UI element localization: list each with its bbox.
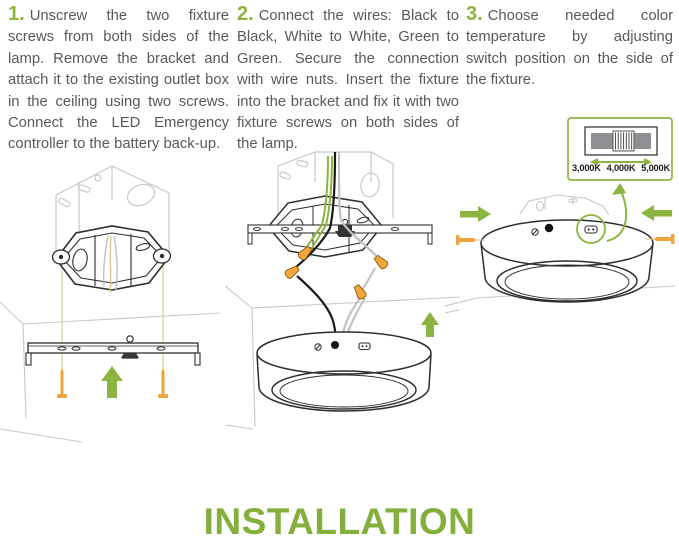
junction-box-faded (519, 194, 610, 216)
push-in-arrow-right-icon (641, 205, 672, 221)
fixing-screw-right (158, 367, 168, 398)
step-2-instructions: Connect the wires: Black to Black, White… (237, 8, 459, 153)
push-in-arrow-left-icon (460, 206, 491, 222)
color-temperature-labels: 3,000K 4,000K 5,000K (572, 163, 670, 173)
supply-wires (102, 235, 118, 293)
ceiling-corner-lines (225, 285, 460, 430)
push-up-arrow-icon (101, 366, 123, 398)
bracket-center-screw (121, 335, 139, 359)
step-3-text-block: 3.Choose needed color temperature by adj… (466, 3, 673, 92)
junction-box-upper-faded (277, 151, 394, 218)
kelvin-label-3000: 3,000K (572, 163, 601, 173)
lamp-fixture (256, 331, 432, 412)
step-3-number: 3. (466, 3, 483, 25)
slider-switch-icon (591, 130, 651, 152)
step-1-instructions: Unscrew the two fixture screws from both… (8, 8, 229, 153)
switch-highlight-circle (576, 214, 606, 244)
kelvin-label-5000: 5,000K (641, 163, 670, 173)
junction-box-screw-ears (51, 248, 172, 265)
step-1-number: 1. (8, 3, 25, 25)
mounting-bracket-attached (247, 218, 433, 245)
mounting-bracket (25, 335, 201, 366)
wire-nuts (284, 245, 389, 300)
kelvin-label-4000: 4,000K (606, 163, 636, 173)
color-temperature-switch-panel (567, 117, 673, 181)
callout-arrow-to-switch-panel (606, 183, 628, 242)
fixture-side-controls (314, 341, 371, 351)
junction-box-rim (54, 225, 171, 291)
junction-box-upper-faded (55, 165, 170, 255)
step-2-illustration-wiring-fixture (225, 151, 460, 430)
push-up-arrow-icon (421, 312, 439, 337)
fixing-screw-left (57, 367, 67, 398)
step-1-illustration-outlet-box-bracket (0, 165, 221, 443)
step-3-illustration-color-switch (445, 117, 676, 314)
ceiling-corner-lines (0, 301, 221, 443)
step-1-text-block: 1.Unscrew the two fixture screws from bo… (8, 3, 229, 156)
step-3-instructions: Choose needed color temperature by adjus… (466, 8, 673, 89)
step-2-number: 2. (237, 3, 254, 25)
slide-direction-arrow-icon (590, 158, 652, 166)
fixture-side-controls (531, 223, 598, 236)
side-screw-left (456, 235, 485, 245)
side-screw-right (645, 234, 675, 244)
page-title: INSTALLATION (203, 501, 476, 542)
step-2-text-block: 2.Connect the wires: Black to Black, Whi… (237, 3, 459, 156)
lamp-fixture (480, 214, 654, 303)
